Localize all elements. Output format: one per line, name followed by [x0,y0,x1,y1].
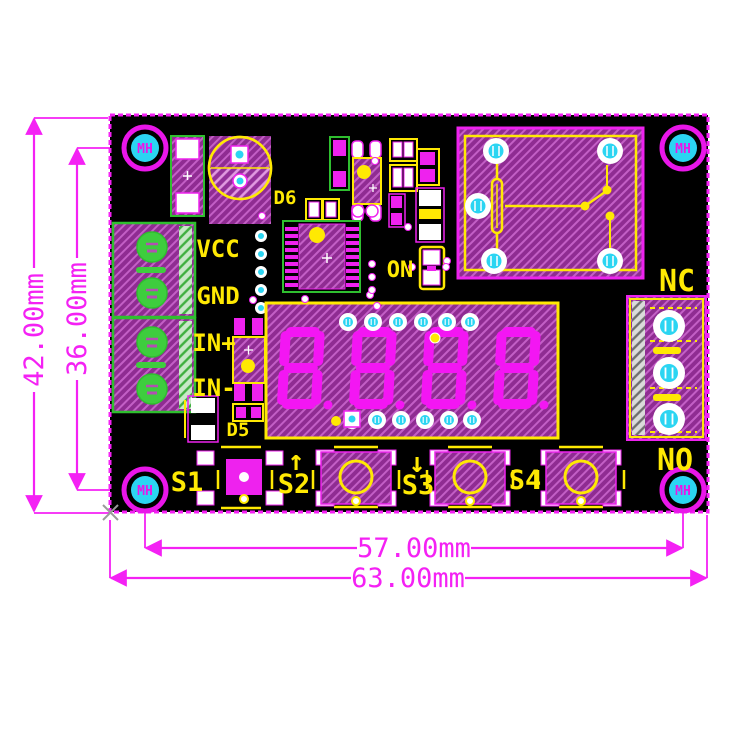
terminal-pad-in-minus [135,372,169,406]
terminal-pad-gnd [135,276,169,310]
label-in-plus: IN+ [192,329,235,357]
label-s2: S2 [278,469,311,500]
label-on: ON [387,258,414,283]
mounting-hole-bottom-left: MH [121,466,169,514]
mounting-hole-top-right: MH [659,124,707,172]
label-s3: S3 [402,470,435,501]
mounting-hole-bottom-right: MH [659,466,707,514]
input-terminal-block [111,316,197,414]
relay-pad [480,247,508,275]
terminal-pad-com [652,356,686,390]
silkscreen-labels: VCC GND IN+ IN- D6 D5 ON NC NO S1 S2 S3 … [171,187,695,501]
ic-pin1-marker [309,227,325,243]
dimension-labels: 42.00mm 36.00mm 57.00mm 63.00mm [19,262,471,594]
button-s1-footprint [196,445,284,510]
terminal-pad-vcc [135,230,169,264]
diode-footprint [170,135,205,217]
label-s1: S1 [171,467,204,498]
terminal-pad-in-plus [135,325,169,359]
pcb-board: MH MH MH MH VCC GND IN+ IN- D6 D5 ON NC [102,113,710,521]
dim-label-width-inner: 57.00mm [357,533,471,564]
relay-pad [596,137,624,165]
mounting-hole-label: MH [137,142,153,157]
d5-diode-footprint [184,395,264,443]
power-terminal-block [111,221,197,319]
output-terminal-block [626,295,707,441]
electrolytic-capacitor [207,135,273,224]
button-s4-footprint [536,445,626,509]
terminal-pad-no [652,402,686,436]
mounting-hole-label: MH [137,484,153,499]
relay-pad [482,137,510,165]
s2-up-arrow-icon: ↑ [288,444,305,477]
smd-resistor [329,136,350,191]
label-s4: S4 [509,465,542,496]
label-nc: NC [659,264,695,299]
mounting-hole-label: MH [675,484,691,499]
terminal-pad-nc [652,309,686,343]
relay-pad [464,192,492,220]
label-d5: D5 [227,419,250,441]
ic-pins [285,227,359,287]
origin-marker-icon [102,504,119,521]
s3-down-arrow-icon: ↓ [409,446,426,479]
button-s3-footprint [425,445,515,509]
mounting-hole-label: MH [675,142,691,157]
button-s2-footprint [311,445,401,509]
dimension-annotations [25,117,708,587]
dim-label-width-outer: 63.00mm [351,563,465,594]
optocoupler-footprint [232,318,266,401]
label-vcc: VCC [196,235,239,263]
relay-pad [596,247,624,275]
relay-switch-symbol [490,163,611,250]
ic-footprint [282,220,361,293]
dim-label-height-inner: 36.00mm [62,262,93,376]
relay-footprint [456,126,645,280]
label-d6: D6 [274,187,297,209]
smd-components-top [170,135,446,291]
label-gnd: GND [196,282,239,310]
smd-cluster [305,138,445,243]
label-no: NO [657,443,693,478]
seven-segment-display [264,301,560,440]
mounting-hole-top-left: MH [121,124,169,172]
label-in-minus: IN- [192,374,235,402]
dim-label-height-outer: 42.00mm [19,273,50,387]
